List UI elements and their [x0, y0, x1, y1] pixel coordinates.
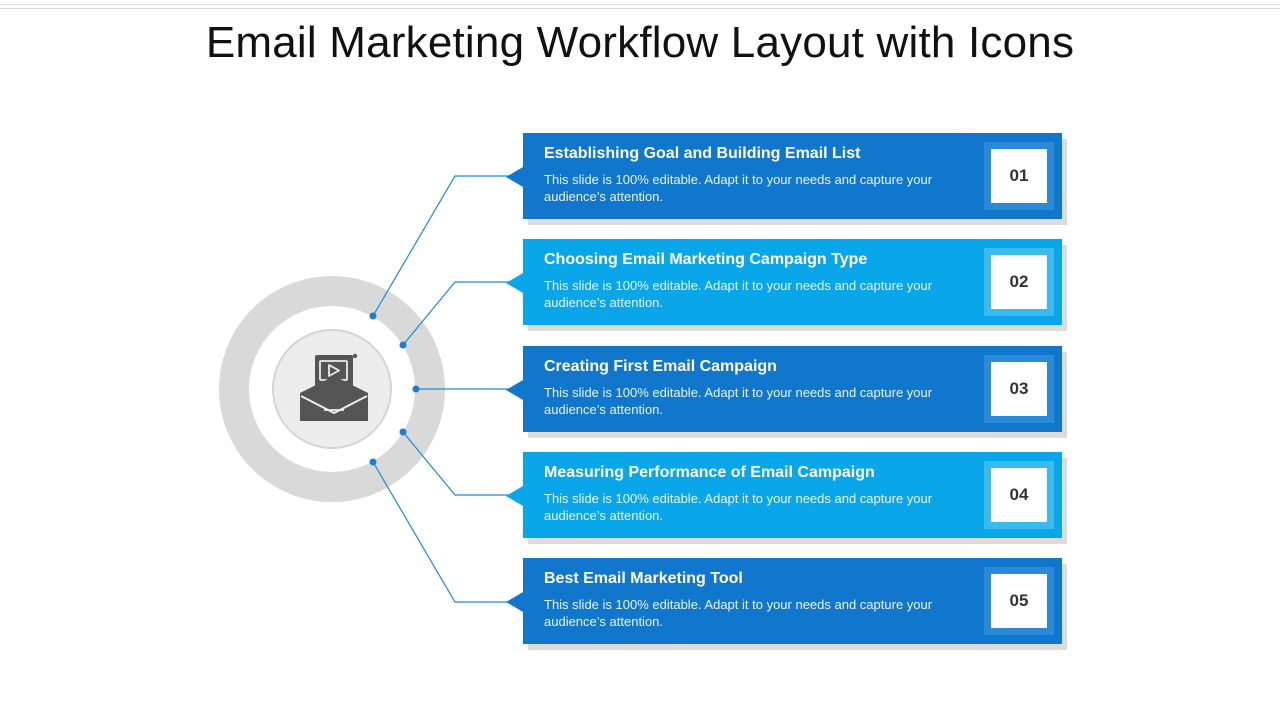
- slide-title: Email Marketing Workflow Layout with Ico…: [205, 18, 1075, 67]
- step-card-02: Choosing Email Marketing Campaign Type T…: [506, 239, 1062, 325]
- step-card-04: Measuring Performance of Email Campaign …: [506, 452, 1062, 538]
- step-number: 04: [991, 468, 1047, 522]
- connector-lines: [372, 175, 510, 603]
- card-pointer: [506, 486, 523, 506]
- step-number-box: 04: [984, 461, 1054, 529]
- step-number: 03: [991, 362, 1047, 416]
- card-pointer: [506, 380, 523, 400]
- connector-04: [402, 431, 510, 496]
- step-number-box: 01: [984, 142, 1054, 210]
- step-description: This slide is 100% editable. Adapt it to…: [544, 172, 933, 204]
- step-heading: Creating First Email Campaign: [544, 358, 777, 375]
- connector-01: [372, 175, 510, 317]
- step-number-box: 03: [984, 355, 1054, 423]
- step-description: This slide is 100% editable. Adapt it to…: [544, 385, 933, 417]
- step-number: 05: [991, 574, 1047, 628]
- card-pointer: [506, 167, 523, 187]
- step-card-03: Creating First Email Campaign This slide…: [506, 346, 1062, 432]
- step-number: 02: [991, 255, 1047, 309]
- top-rule: [0, 8, 1280, 9]
- step-card-01: Establishing Goal and Building Email Lis…: [506, 133, 1062, 219]
- step-heading: Measuring Performance of Email Campaign: [544, 464, 875, 481]
- connector-dot-02: [399, 341, 407, 349]
- step-number: 01: [991, 149, 1047, 203]
- connector-dot-03: [412, 385, 420, 393]
- connector-dot-04: [399, 428, 407, 436]
- connector-02: [402, 281, 510, 346]
- step-description: This slide is 100% editable. Adapt it to…: [544, 491, 933, 523]
- step-heading: Best Email Marketing Tool: [544, 570, 743, 587]
- connector-dots: [369, 312, 420, 466]
- top-rule: [0, 4, 1280, 5]
- step-description: This slide is 100% editable. Adapt it to…: [544, 597, 933, 629]
- email-newsletter-icon: [300, 353, 368, 421]
- connector-dot-01: [369, 312, 377, 320]
- step-number-box: 05: [984, 567, 1054, 635]
- step-number-box: 02: [984, 248, 1054, 316]
- step-heading: Establishing Goal and Building Email Lis…: [544, 145, 861, 162]
- card-pointer: [506, 273, 523, 293]
- connector-dot-05: [369, 458, 377, 466]
- step-heading: Choosing Email Marketing Campaign Type: [544, 251, 868, 268]
- step-card-05: Best Email Marketing Tool This slide is …: [506, 558, 1062, 644]
- card-pointer: [506, 592, 523, 612]
- step-description: This slide is 100% editable. Adapt it to…: [544, 278, 933, 310]
- connector-05: [372, 461, 510, 603]
